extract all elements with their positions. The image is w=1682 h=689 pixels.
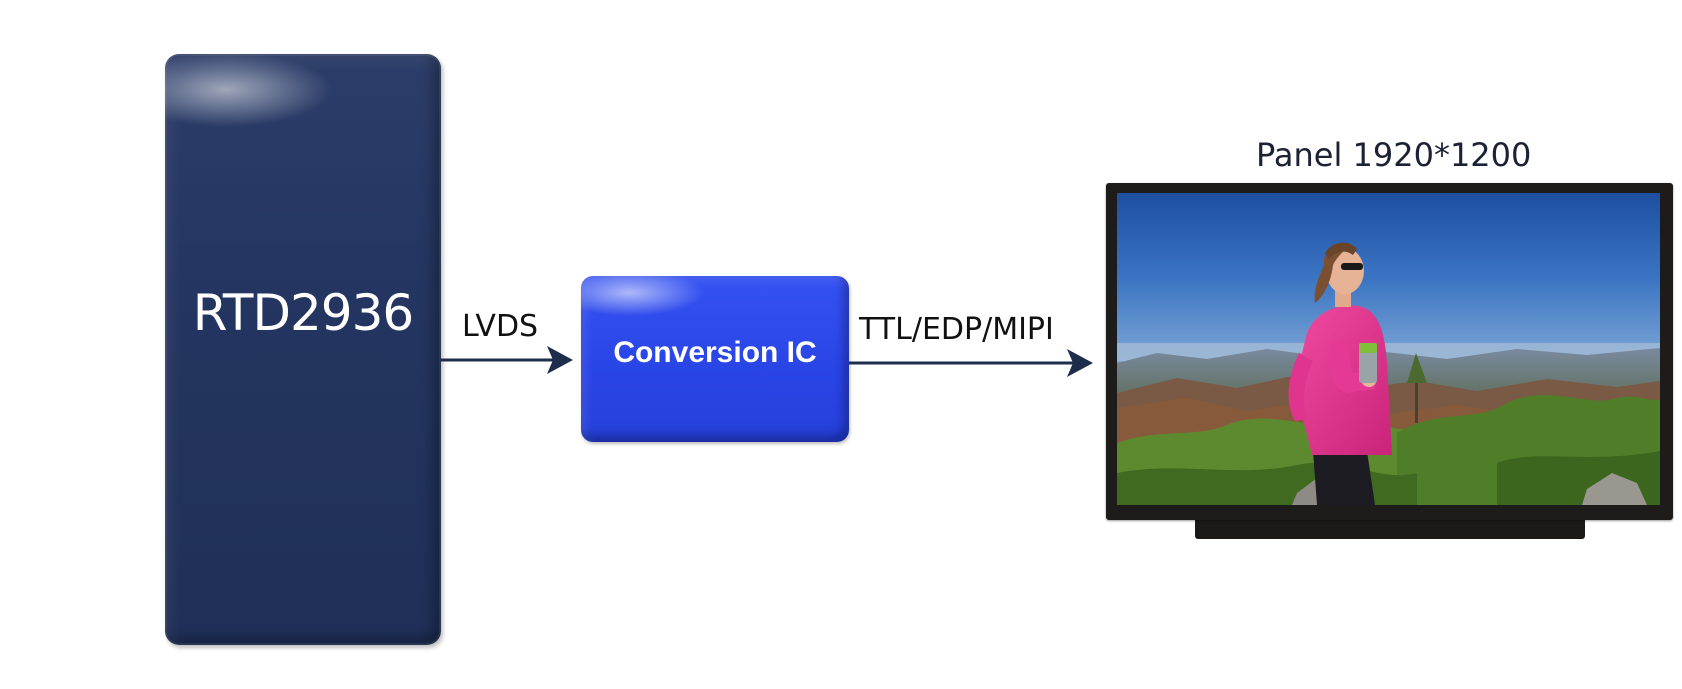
panel-screen-image xyxy=(1117,193,1660,505)
hiker-photo xyxy=(1117,193,1660,505)
conversion-ic-block: Conversion IC xyxy=(581,276,849,442)
rtd2936-block: RTD2936 xyxy=(165,54,441,645)
lvds-label: LVDS xyxy=(462,309,539,344)
output-arrow xyxy=(849,349,1093,377)
conversion-ic-label: Conversion IC xyxy=(613,336,817,369)
panel-title: Panel 1920*1200 xyxy=(1256,136,1532,174)
lvds-arrow xyxy=(441,346,573,374)
ttl-edp-mipi-label: TTL/EDP/MIPI xyxy=(859,312,1054,347)
rtd2936-label: RTD2936 xyxy=(192,283,414,342)
